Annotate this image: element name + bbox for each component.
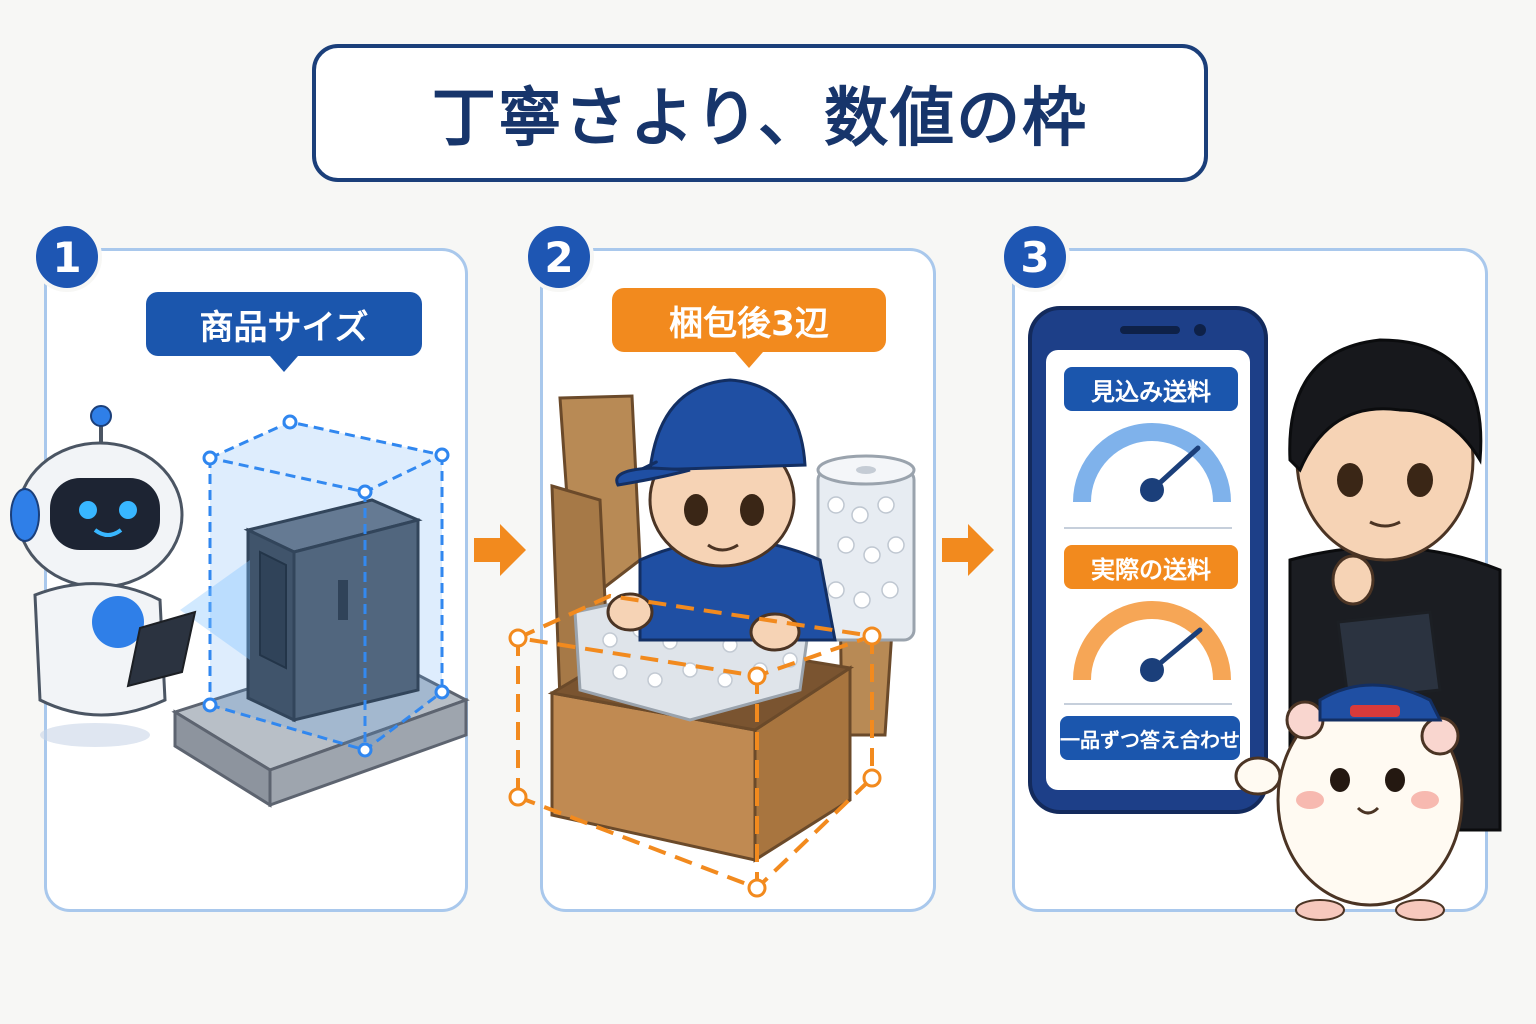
- step-2-callout: 梱包後3辺: [612, 288, 886, 368]
- hamster-icon: [1234, 683, 1464, 921]
- item-by-item-check-label: 一品ずつ答え合わせ: [1060, 716, 1240, 760]
- worker-icon: [606, 378, 837, 652]
- bubble-wrap-icon: [816, 454, 916, 642]
- page-title: 丁寧さより、数値の枠: [431, 82, 1089, 156]
- gauge-icon: [1073, 423, 1231, 503]
- arrow-right-icon: [942, 524, 994, 576]
- step-1-label: 商品サイズ: [199, 307, 369, 348]
- step-2-label: 梱包後3辺: [669, 303, 829, 344]
- gauge-icon: [1073, 601, 1231, 682]
- actual-shipping-label: 実際の送料: [1064, 545, 1238, 589]
- step-2-number: 2: [524, 222, 594, 292]
- title-box: 丁寧さより、数値の枠: [312, 44, 1208, 182]
- vending-machine-icon: [243, 498, 423, 723]
- estimated-shipping-label: 見込み送料: [1064, 367, 1238, 411]
- step-1-number: 1: [32, 222, 102, 292]
- robot-icon: [10, 405, 197, 747]
- step-1-callout: 商品サイズ: [146, 292, 422, 372]
- arrow-right-icon: [474, 524, 526, 576]
- step-3-number: 3: [1000, 222, 1070, 292]
- scan-beam-icon: [180, 560, 250, 660]
